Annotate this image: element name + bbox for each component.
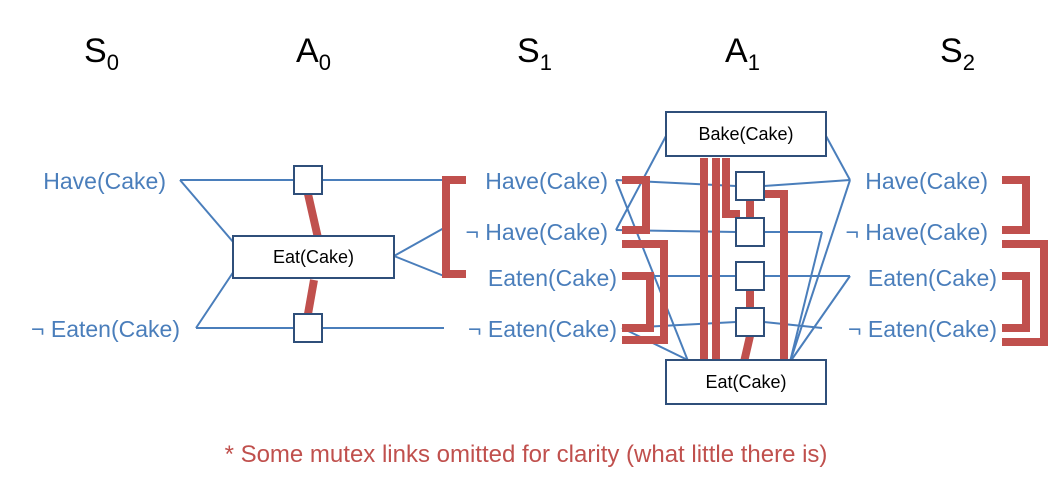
s0-prop-have: Have(Cake) (43, 168, 166, 194)
a1-persist-have-box (735, 171, 765, 201)
mutex-bracket-s1-have (622, 176, 650, 234)
s2-prop-have: Have(Cake) (865, 168, 988, 194)
a0-eat-action-label: Eat(Cake) (273, 247, 354, 267)
a1-bake-action-box (665, 111, 827, 157)
link-a1-have (763, 179, 851, 187)
s1-prop-not-have: ¬ Have(Cake) (465, 219, 608, 245)
a1-persist-eaten-box (735, 261, 765, 291)
link-bake-have (825, 135, 851, 181)
column-headings: S0 A0 S1 A1 S2 (84, 32, 975, 75)
mutex-a0-top (304, 193, 322, 239)
heading-a1: A1 (725, 32, 760, 75)
link-a0-not-have (393, 227, 445, 257)
s1-prop-not-eaten: ¬ Eaten(Cake) (468, 316, 617, 342)
a0-eat-action-box (232, 235, 395, 279)
link-a0-eaten (393, 255, 445, 277)
mutex-a1-bake-persist (722, 158, 740, 218)
mutex-a0-bottom (304, 279, 318, 315)
a0-persist-noteaten-box (293, 313, 323, 343)
heading-s2: S2 (940, 32, 975, 75)
mutex-a1-have-eat (764, 190, 788, 362)
mutex-bracket-s2-nothave (1002, 240, 1048, 346)
a1-persist-nothave-box (735, 217, 765, 247)
link-eat-nothave (789, 231, 823, 363)
mutex-bracket-s2-have (1002, 176, 1030, 234)
mutex-a1-eat-noteaten (740, 335, 754, 363)
a1-eat-action-box (665, 359, 827, 405)
heading-s0: S0 (84, 32, 119, 75)
link-eat-have (789, 179, 851, 363)
a1-eat-action-label: Eat(Cake) (705, 372, 786, 392)
heading-a0: A0 (296, 32, 331, 75)
s2-prop-eaten: Eaten(Cake) (868, 265, 997, 291)
s0-prop-not-eaten: ¬ Eaten(Cake) (31, 316, 180, 342)
link-eat-eaten (789, 275, 851, 363)
mutex-bracket-s2-eaten (1002, 272, 1030, 332)
action-boxes: Eat(Cake) Bake(Cake) Eat(Cake) (232, 111, 827, 405)
a1-bake-action-label: Bake(Cake) (698, 124, 793, 144)
propositions: Have(Cake) ¬ Eaten(Cake) Have(Cake) ¬ Ha… (31, 168, 997, 342)
heading-s1: S1 (517, 32, 552, 75)
link-a1-noteaten (763, 321, 823, 329)
s1-prop-have: Have(Cake) (485, 168, 608, 194)
mutex-bracket-s1-left (442, 176, 466, 278)
s2-prop-not-eaten: ¬ Eaten(Cake) (848, 316, 997, 342)
mutex-links (304, 158, 1048, 363)
link-s0-have-eat (179, 179, 241, 251)
a0-persist-have-box (293, 165, 323, 195)
footnote: * Some mutex links omitted for clarity (… (225, 441, 828, 468)
mutex-bracket-s1-nothave (622, 240, 668, 344)
mutex-bracket-s1-eaten (622, 272, 654, 332)
s2-prop-not-have: ¬ Have(Cake) (845, 219, 988, 245)
a1-persist-noteaten-box (735, 307, 765, 337)
s1-prop-eaten: Eaten(Cake) (488, 265, 617, 291)
